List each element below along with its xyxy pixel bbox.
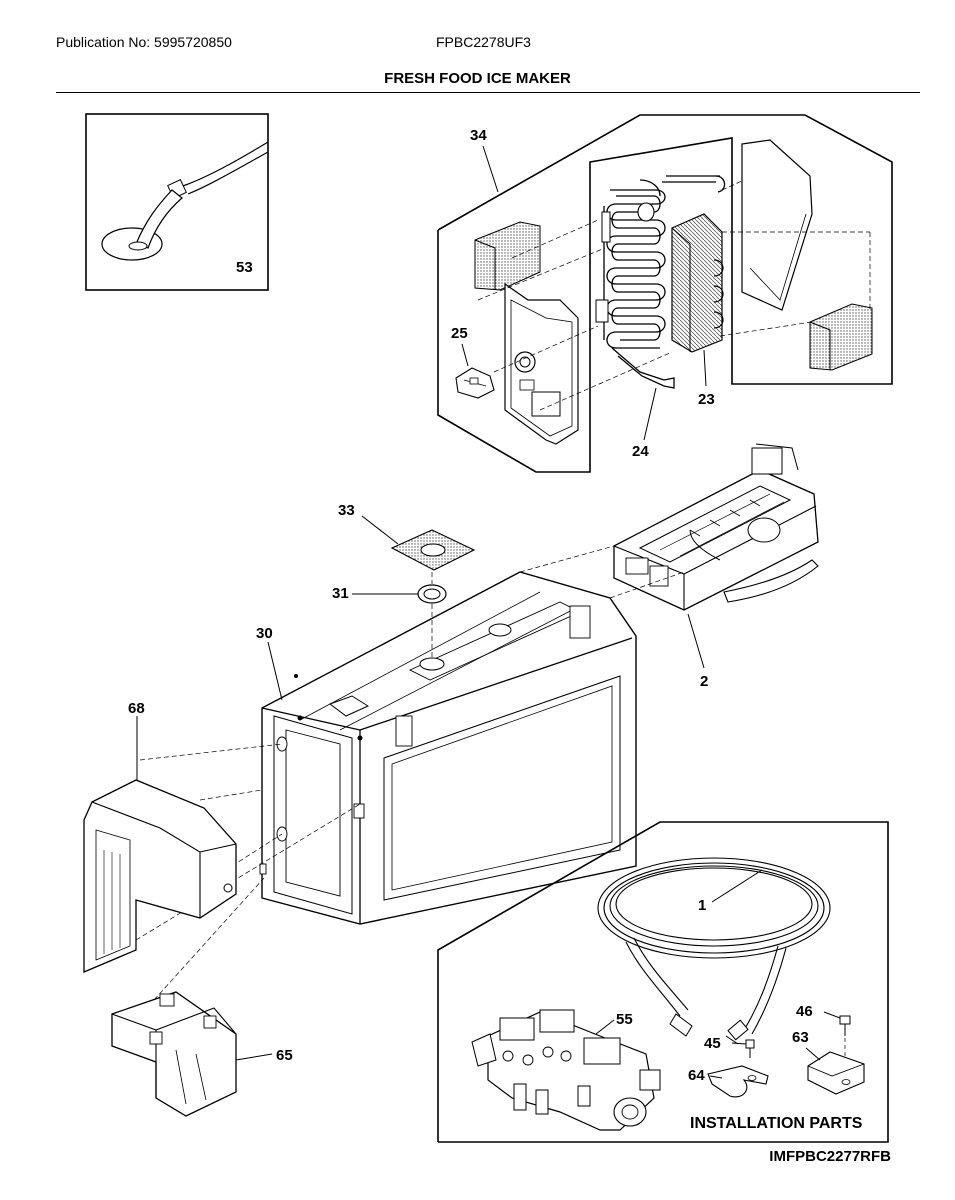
installation-parts-caption: INSTALLATION PARTS	[690, 1115, 863, 1132]
clip-25	[455, 367, 495, 399]
callout-64: 64	[688, 1067, 705, 1084]
callout-65: 65	[276, 1047, 293, 1064]
leader-23	[703, 349, 707, 387]
assembly-guide-lines	[477, 179, 871, 411]
right-cover-panel	[741, 139, 813, 311]
clamp-63	[807, 1051, 865, 1095]
diagram-code: IMFPBC2277RFB	[769, 1148, 891, 1165]
tube-end-fittings	[669, 1013, 749, 1045]
leader-46	[823, 1011, 841, 1019]
leader-55	[595, 1019, 615, 1035]
model-number: FPBC2278UF3	[436, 34, 531, 50]
assembly-34-outline	[437, 114, 893, 473]
leader-1	[711, 869, 763, 903]
heat-exchanger-23	[671, 213, 724, 353]
center-guide-lines	[135, 545, 685, 1001]
inset-53-box	[85, 113, 269, 291]
leader-34	[482, 145, 499, 193]
leader-30	[267, 641, 283, 701]
header-rule	[56, 92, 920, 93]
callout-24: 24	[632, 443, 649, 460]
evaporator-fitting	[595, 202, 655, 323]
callout-46: 46	[796, 1003, 813, 1020]
callout-55: 55	[616, 1011, 633, 1028]
callout-33: 33	[338, 502, 355, 519]
callout-31: 31	[332, 585, 349, 602]
callout-25: 25	[451, 325, 468, 342]
screw-45	[745, 1039, 755, 1058]
callout-30: 30	[256, 625, 273, 642]
leader-25	[461, 343, 469, 367]
gasket-33	[390, 529, 476, 571]
front-cover-68	[83, 779, 237, 973]
callout-34: 34	[470, 127, 487, 144]
callout-1: 1	[698, 897, 706, 914]
page-title: FRESH FOOD ICE MAKER	[384, 70, 571, 87]
callout-53: 53	[236, 259, 253, 276]
callout-63: 63	[792, 1029, 809, 1046]
callout-68: 68	[128, 700, 145, 717]
leader-63	[805, 1047, 821, 1061]
leader-45	[731, 1042, 747, 1045]
water-valve-55	[471, 1009, 661, 1131]
bracket-65	[111, 991, 237, 1117]
ice-maker-housing-30	[259, 571, 637, 925]
ice-maker-2	[613, 443, 819, 611]
callout-45: 45	[704, 1035, 721, 1052]
leader-24	[643, 387, 657, 441]
leader-33	[361, 515, 399, 545]
leader-2	[687, 613, 705, 669]
insulation-block-left	[474, 221, 541, 291]
water-tube-1	[597, 857, 831, 1035]
installation-parts-box	[437, 821, 889, 1143]
clamp-64	[707, 1065, 769, 1098]
callout-2: 2	[700, 673, 708, 690]
grommet-31	[417, 584, 447, 604]
evaporator-cover	[504, 282, 579, 445]
callout-23: 23	[698, 391, 715, 408]
leader-65	[235, 1053, 273, 1061]
leader-64	[709, 1075, 723, 1079]
insulation-block-right	[809, 303, 873, 371]
publication-number: Publication No: 5995720850	[56, 34, 232, 50]
